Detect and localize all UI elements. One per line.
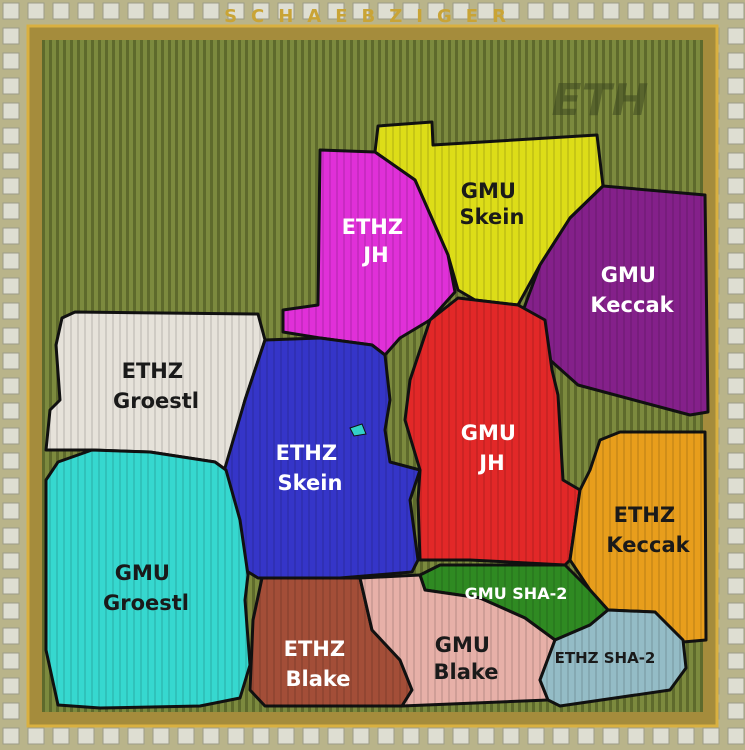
chip-logo-text: ETH <box>552 75 649 126</box>
label-gmu-sha2: GMU SHA-2 <box>465 584 568 603</box>
label-ethz-sha2: ETHZ SHA-2 <box>555 649 656 667</box>
chip-border-text: SCHAEBZIGER <box>224 6 520 27</box>
